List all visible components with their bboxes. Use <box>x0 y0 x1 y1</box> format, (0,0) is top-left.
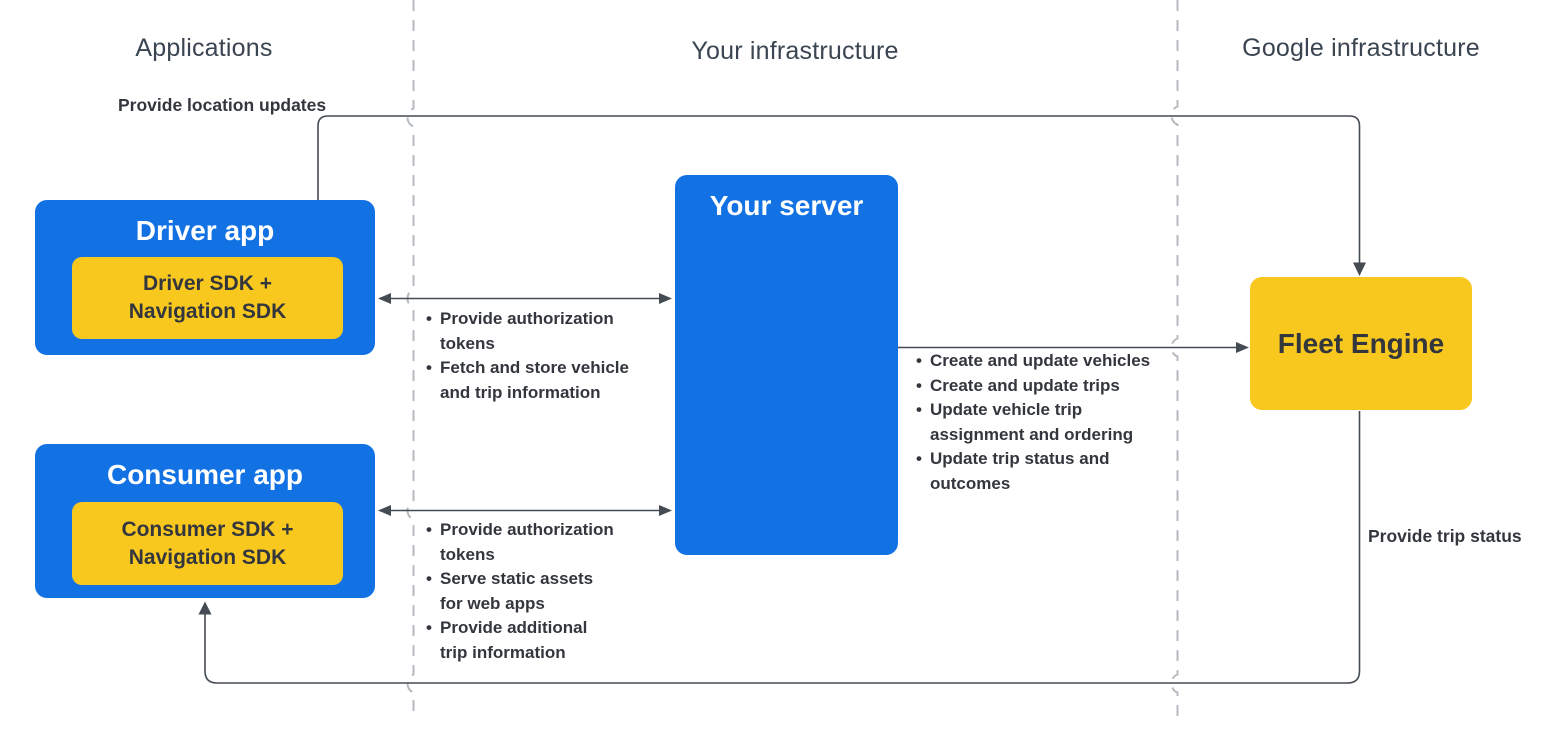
node-consumer-app: Consumer app Consumer SDK + Navigation S… <box>35 444 375 598</box>
connector-location-updates <box>317 115 1361 263</box>
consumer-app-title: Consumer app <box>106 459 304 490</box>
arrowhead-into-fleet-engine-left <box>1236 342 1249 353</box>
bullet-item: Provide additional trip information <box>425 616 660 665</box>
bullet-item: Create and update vehicles <box>915 349 1175 374</box>
bullet-item: Update vehicle trip assignment and order… <box>915 398 1175 447</box>
chip-driver-sdk: Driver SDK + Navigation SDK <box>72 257 343 339</box>
arrowhead-into-fleet-engine-top <box>1353 262 1366 276</box>
driver-app-title: Driver app <box>135 215 275 246</box>
chip-consumer-sdk: Consumer SDK + Navigation SDK <box>72 502 343 585</box>
label-provide-trip-status: Provide trip status <box>1368 526 1522 546</box>
divider-applications-your-infrastructure <box>406 0 415 716</box>
bullet-item: Update trip status and outcomes <box>915 447 1175 496</box>
bullets-server-fleet: Create and update vehicles Create and up… <box>915 349 1175 496</box>
node-driver-app: Driver app Driver SDK + Navigation SDK <box>35 200 375 355</box>
arrowhead-into-server-lower <box>659 505 672 516</box>
arrowhead-into-consumer-app-bottom <box>198 601 212 615</box>
bullet-item: Serve static assets for web apps <box>425 567 660 616</box>
column-header-google-infrastructure: Google infrastructure <box>1242 34 1480 62</box>
bullet-item: Provide authorization tokens <box>425 518 660 567</box>
node-your-server: Your server <box>675 175 898 555</box>
bullets-driver-server: Provide authorization tokens Fetch and s… <box>425 307 660 405</box>
connector-trip-status <box>204 411 1361 684</box>
column-header-your-infrastructure: Your infrastructure <box>691 37 899 65</box>
arrowhead-into-server-upper <box>659 293 672 304</box>
bullet-item: Create and update trips <box>915 374 1175 399</box>
arrowhead-into-consumer-app <box>378 505 391 516</box>
your-server-title: Your server <box>709 190 864 221</box>
column-header-applications: Applications <box>135 34 273 62</box>
label-provide-location-updates: Provide location updates <box>118 95 327 115</box>
arrowhead-into-driver-app <box>378 293 391 304</box>
bullets-consumer-server: Provide authorization tokens Serve stati… <box>425 518 660 665</box>
node-fleet-engine: Fleet Engine <box>1250 277 1472 410</box>
bullet-item: Provide authorization tokens <box>425 307 660 356</box>
fleet-engine-title: Fleet Engine <box>1277 327 1445 359</box>
bullet-item: Fetch and store vehicle and trip informa… <box>425 356 660 405</box>
